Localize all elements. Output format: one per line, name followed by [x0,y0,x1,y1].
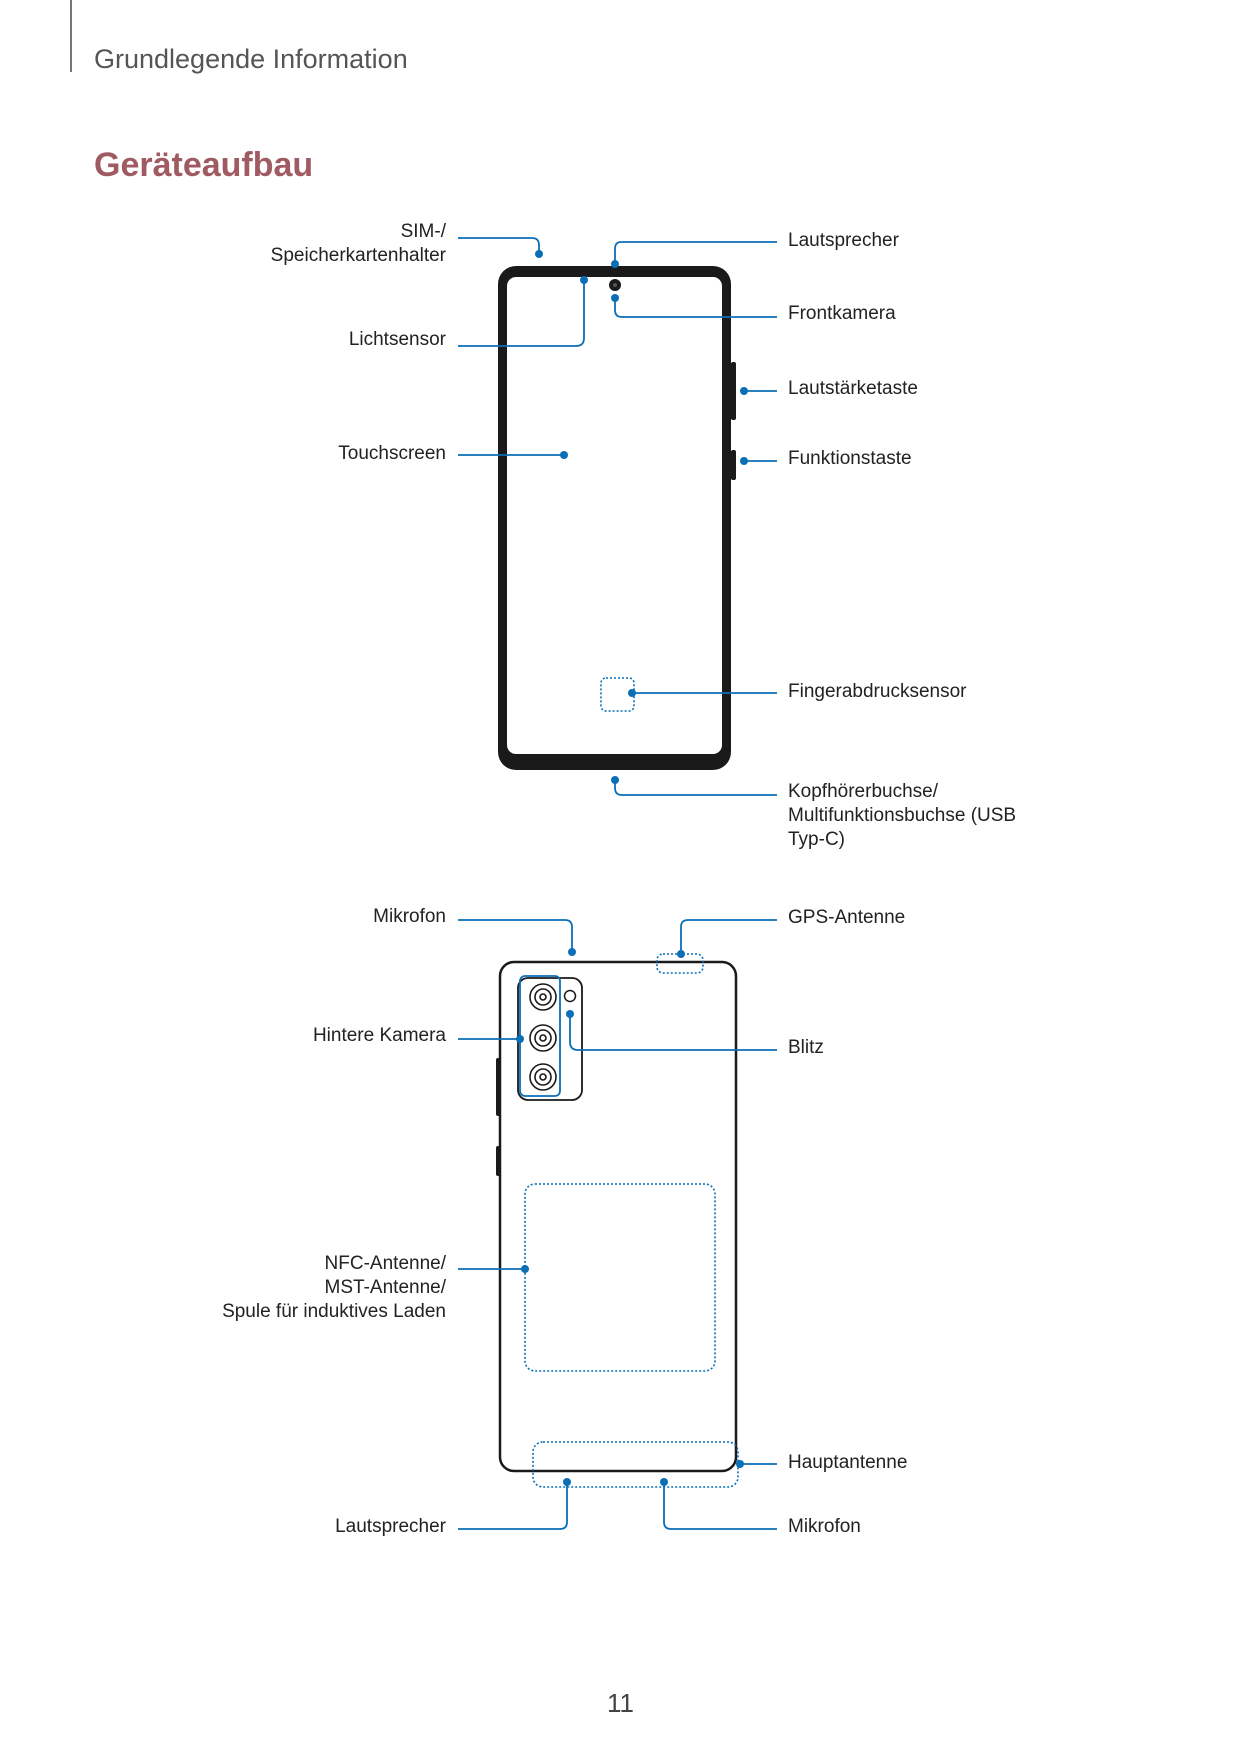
front-device [498,266,736,770]
label-headset-jack: Kopfhörerbuchse/ Multifunktionsbuchse (U… [788,781,1017,850]
back-callout-dots [516,948,744,1486]
label-microphone-bottom: Mikrofon [788,1516,861,1537]
label-rear-camera: Hintere Kamera [312,1025,446,1046]
function-key-shape [731,450,736,480]
callout-sim [458,237,540,254]
label-gps-antenna: GPS-Antenne [788,907,906,928]
callout-microphone-top [458,919,573,950]
label-nfc-antenna: NFC-Antenne/ MST-Antenne/ Spule für indu… [222,1253,446,1322]
callout-headset-jack [614,780,777,796]
label-fingerprint-sensor: Fingerabdrucksensor [788,681,967,702]
callout-light-sensor [458,280,585,347]
page-heading: Geräteaufbau [94,146,314,184]
label-main-antenna: Hauptantenne [788,1452,908,1473]
back-callout-lines [458,919,777,1530]
label-volume-key: Lautstärketaste [788,378,918,399]
label-sim-tray: SIM-/ Speicherkartenhalter [270,221,446,266]
page-number: 11 [607,1688,634,1718]
front-callout-lines [458,237,777,796]
back-device [496,953,739,1488]
label-function-key: Funktionstaste [788,448,912,469]
label-front-camera: Frontkamera [788,303,896,324]
label-touchscreen: Touchscreen [338,443,446,464]
fingerprint-area [600,677,635,712]
label-light-sensor: Lichtsensor [348,329,446,350]
callout-microphone-bottom [663,1484,777,1530]
back-function-key-shape [496,1146,500,1176]
rear-camera-icon [529,983,557,1091]
flash-icon [563,989,577,1003]
volume-key-shape [731,362,736,420]
callout-front-camera [614,298,777,318]
callout-gps [680,919,777,952]
label-flash: Blitz [788,1037,824,1058]
front-callout-dots [535,250,748,784]
front-display [507,277,722,754]
header-rule [70,0,72,72]
callout-flash [569,1014,777,1051]
label-speaker-bottom: Lautsprecher [335,1516,446,1537]
back-volume-key-shape [496,1058,500,1116]
nfc-coil-area [524,1183,716,1372]
section-title: Grundlegende Information [94,44,408,74]
callout-speaker [614,241,777,264]
callout-speaker-bottom [458,1484,568,1530]
label-speaker: Lautsprecher [788,230,899,251]
label-microphone-top: Mikrofon [373,906,446,927]
